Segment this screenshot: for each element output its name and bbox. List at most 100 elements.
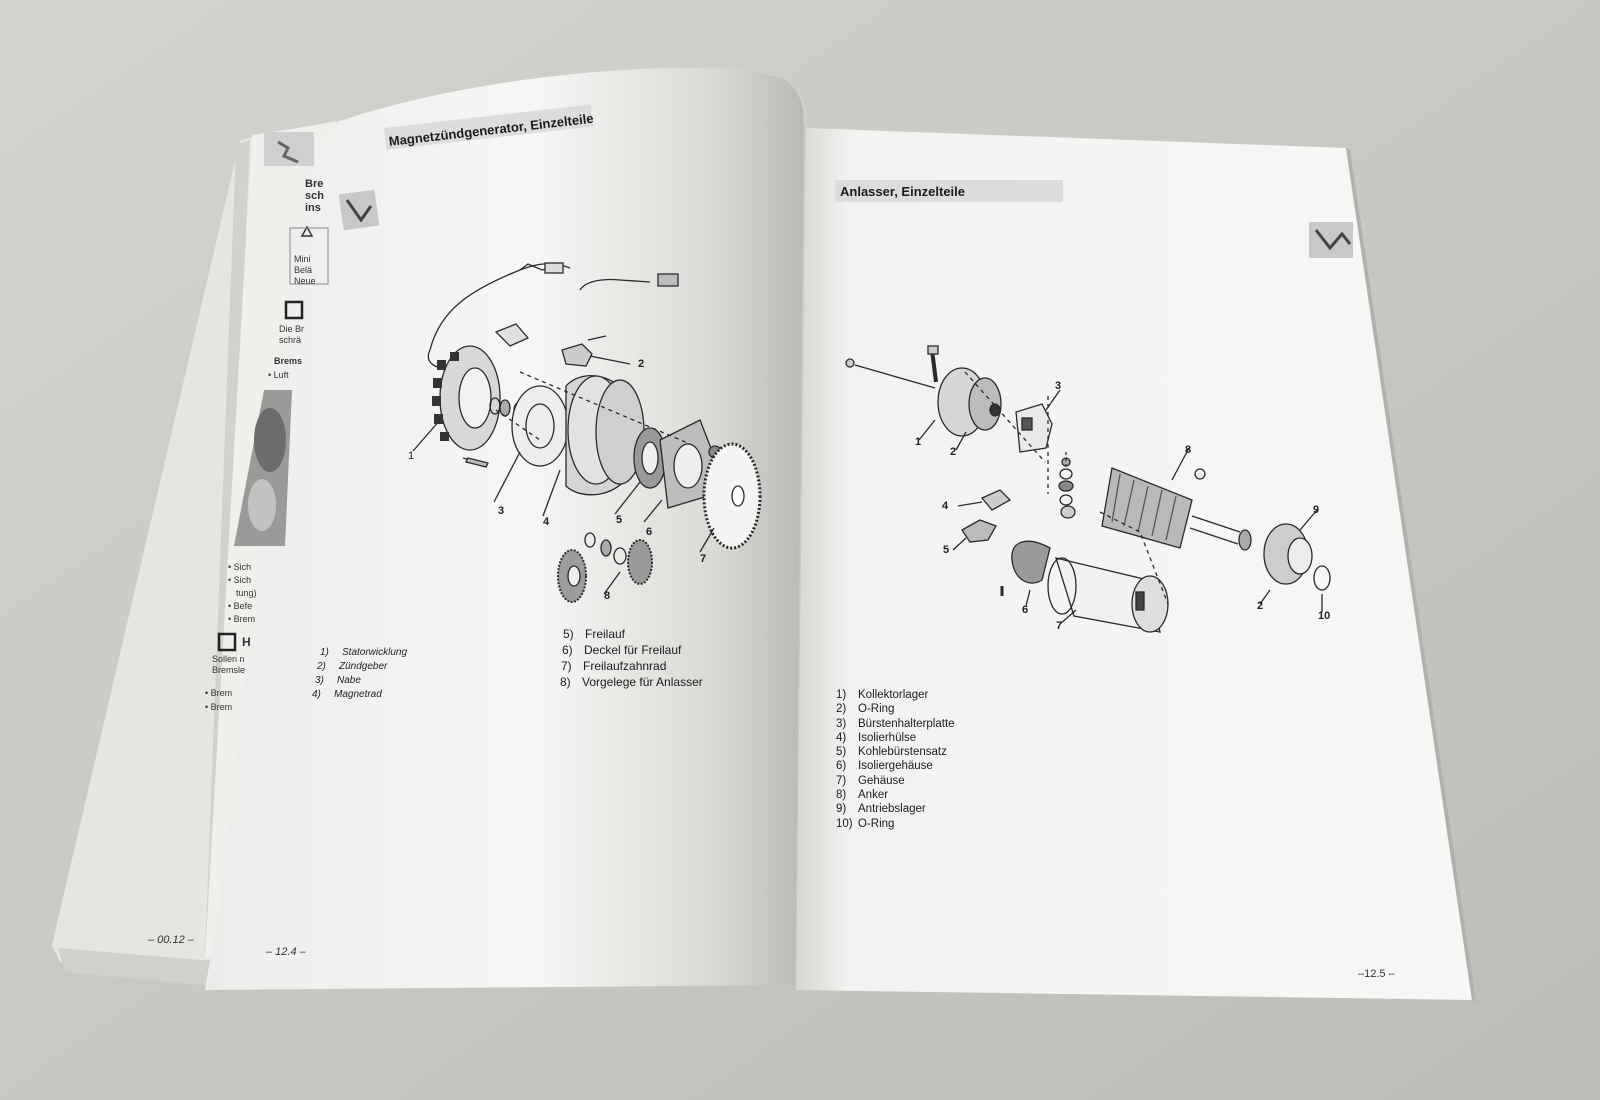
left-book-bullet-text: Sich (233, 562, 252, 572)
legend-num: 7) (836, 774, 847, 787)
left-book-note-line: schrä (279, 335, 302, 345)
legend-row: 6) Deckel für Freilauf (560, 642, 703, 658)
left-book-bullet-text: Sich (233, 575, 252, 585)
left-book-page-number: – 00.12 – (148, 934, 194, 946)
left-book-header-line: sch (305, 190, 324, 202)
left-book-bullet-line: • Sich (228, 562, 252, 572)
legend-label: Kollektorlager (858, 689, 929, 701)
starter-callout-6: 6 (1022, 604, 1029, 616)
legend-row: 3) Nabe (312, 674, 407, 688)
legend-num: 8) (836, 789, 847, 802)
starter-callout-2b: 2 (1257, 600, 1264, 612)
legend-label: Anker (858, 789, 889, 802)
legend-num: 4) (312, 689, 321, 700)
legend-row: 4) Magnetrad (312, 688, 407, 702)
legend-num: 2) (317, 661, 326, 672)
legend-num: 3) (315, 675, 324, 686)
left-book-bullet-line: • Brem (205, 702, 233, 712)
generator-illustration (412, 262, 762, 603)
legend-row: 5) Freilauf (560, 626, 703, 642)
legend-row: 9)Antriebslager (836, 802, 955, 816)
generator-legend-b: 5) Freilauf 6) Deckel für Freilauf 7) Freil… (560, 626, 703, 690)
left-book-bullet-text: Befe (233, 601, 253, 611)
legend-num: 10) (836, 817, 853, 830)
left-book-bullet-text: Brem (233, 614, 256, 624)
gen-callout-4: 4 (543, 516, 550, 528)
gen-callout-7: 7 (700, 553, 707, 565)
legend-label: Nabe (337, 675, 361, 686)
left-book-header-line: ins (305, 202, 321, 214)
gen-callout-2: 2 (638, 358, 645, 370)
starter-callout-7: 7 (1056, 620, 1063, 632)
legend-num: 6) (836, 760, 847, 773)
left-book-bullet-line: • Sich (228, 575, 252, 585)
legend-label: Statorwicklung (342, 647, 408, 658)
legend-row: 8)Vorgelege für Anlasser (560, 674, 703, 690)
legend-num: 1) (320, 647, 329, 658)
left-book-bullet-text: Brem (210, 702, 233, 712)
legend-row: 2) O-Ring (836, 702, 955, 716)
legend-num: 5) (563, 627, 574, 641)
left-book-subtext-line: Sollen n (212, 654, 245, 664)
legend-num: 5) (836, 746, 847, 759)
gen-callout-8: 8 (604, 590, 611, 602)
legend-row: 1) Kollektorlager (836, 688, 955, 702)
legend-label: O-Ring (858, 817, 895, 830)
starter-callout-10: 10 (1318, 610, 1331, 622)
left-book-bullet-line: • Befe (228, 601, 253, 611)
legend-label: Isolierhülse (858, 731, 917, 744)
legend-row: 10) O-Ring (836, 817, 955, 831)
left-page-icon (338, 189, 380, 231)
legend-label: Magnetrad (334, 689, 382, 700)
legend-num: 1) (836, 689, 847, 701)
left-book-header-line: Bre (305, 178, 324, 190)
starter-legend: 1) Kollektorlager 2) O-Ring 3) Bürstenhalte… (836, 688, 955, 831)
left-book-subtext-line: Bremsle (212, 665, 246, 675)
legend-num: 8) (560, 675, 571, 689)
starter-callout-4: 4 (942, 500, 949, 512)
gen-callout-1: 1 (408, 450, 415, 462)
starter-callout-1: 1 (915, 436, 922, 448)
legend-num: 4) (836, 731, 847, 744)
legend-num: 9) (836, 803, 847, 816)
left-page (205, 67, 805, 990)
legend-label: Isoliergehäuse (858, 760, 933, 773)
left-book-bullet: • Luft (268, 370, 289, 380)
left-book-section-label: Brems (274, 356, 303, 366)
left-book-bullet-line: tung) (228, 587, 257, 600)
right-page (796, 128, 1472, 1000)
legend-label: Deckel für Freilauf (584, 643, 682, 657)
legend-label: Bürstenhalterplatte (858, 717, 955, 730)
legend-row: 8) Anker (836, 788, 955, 802)
starter-callout-8: 8 (1185, 444, 1192, 456)
legend-row: 5) Kohlebürstensatz (836, 745, 955, 759)
legend-num: 7) (561, 659, 572, 673)
left-book-warning-line: Mini (294, 254, 311, 264)
legend-label: Gehäuse (858, 774, 905, 787)
starter-callout-3: 3 (1055, 380, 1062, 392)
left-book-header-fragment: Bre sch ins (305, 178, 324, 214)
left-book-bullet-text: Brem (210, 688, 233, 698)
gen-callout-5: 5 (616, 514, 623, 526)
right-page-title: Anlasser, Einzelteile (840, 184, 966, 199)
legend-label: O-Ring (858, 703, 895, 716)
right-page-number: –12.5 – (1358, 968, 1395, 980)
legend-label: Kohlebürstensatz (858, 746, 947, 759)
gen-callout-3: 3 (498, 505, 505, 517)
legend-row: 1) Statorwicklung (312, 646, 407, 660)
left-book-subhead: H (242, 635, 251, 649)
left-book-bullet-text: tung) (236, 588, 257, 598)
legend-num: 2) (836, 703, 847, 716)
legend-row: 7) Gehäuse (836, 774, 955, 788)
legend-label: Freilauf (585, 627, 626, 641)
legend-row: 6) Isoliergehäuse (836, 759, 955, 773)
starter-callout-5: 5 (943, 544, 950, 556)
left-book-warning-fragment: Mini Belä Neue (294, 254, 316, 287)
left-page-number: – 12.4 – (266, 946, 306, 958)
legend-row: 3) Bürstenhalterplatte (836, 717, 955, 731)
legend-num: 3) (836, 717, 847, 730)
legend-num: 6) (562, 643, 573, 657)
gen-callout-6: 6 (646, 526, 653, 538)
right-page-title-box (835, 180, 1063, 202)
